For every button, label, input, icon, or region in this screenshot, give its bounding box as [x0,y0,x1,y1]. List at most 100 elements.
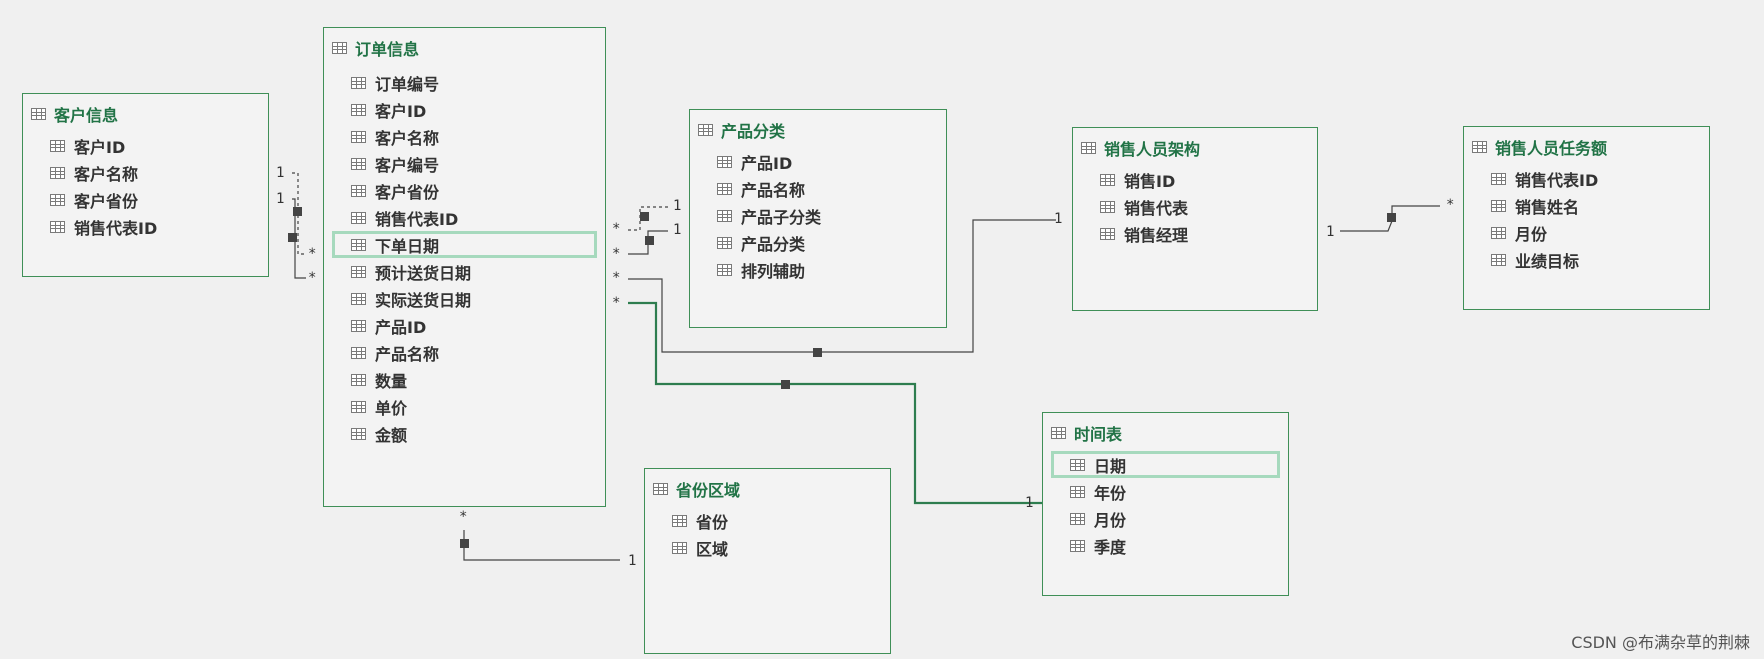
field-label: 实际送货日期 [375,290,472,310]
cardinality-label: 1 [276,165,285,181]
field-item[interactable]: 产品名称 [690,175,946,202]
field-icon [351,400,366,413]
field-item[interactable]: 销售ID [1073,166,1317,193]
table-order[interactable]: 订单信息 订单编号 客户ID 客户名称 客户编号 客户省份 销售代表ID 下单日… [323,27,606,507]
field-icon [1070,512,1085,525]
field-label: 产品子分类 [741,207,822,227]
field-icon [50,193,65,206]
table-sales-target[interactable]: 销售人员任务额 销售代表ID 销售姓名 月份 业绩目标 [1463,126,1710,310]
table-product[interactable]: 产品分类 产品ID 产品名称 产品子分类 产品分类 排列辅助 [689,109,947,328]
table-sales-org[interactable]: 销售人员架构 销售ID 销售代表 销售经理 [1072,127,1318,311]
field-icon [351,130,366,143]
field-item[interactable]: 月份 [1043,505,1288,532]
field-item[interactable]: 销售姓名 [1464,192,1709,219]
field-label: 排列辅助 [741,261,806,281]
field-label: 销售ID [1124,171,1176,191]
table-date[interactable]: 时间表 日期 年份 月份 季度 [1042,412,1289,596]
field-item[interactable]: 订单编号 [324,69,605,96]
field-item[interactable]: 客户ID [23,132,268,159]
field-item[interactable]: 月份 [1464,219,1709,246]
field-icon [1491,253,1506,266]
field-item[interactable]: 产品子分类 [690,202,946,229]
field-icon [50,166,65,179]
field-item[interactable]: 排列辅助 [690,256,946,283]
field-item[interactable]: 客户名称 [324,123,605,150]
cardinality-label: 1 [1326,224,1335,240]
field-item[interactable]: 金额 [324,420,605,447]
table-header[interactable]: 销售人员架构 [1081,136,1317,160]
field-item-selected[interactable]: 下单日期 [332,231,597,258]
field-icon [351,373,366,386]
field-icon [1100,227,1115,240]
field-label: 客户名称 [375,128,440,148]
field-label: 月份 [1094,510,1127,530]
cardinality-label: * [308,246,317,262]
field-label: 日期 [1094,456,1127,476]
field-item[interactable]: 销售代表ID [324,204,605,231]
field-item[interactable]: 销售代表 [1073,193,1317,220]
field-icon [1491,226,1506,239]
field-item[interactable]: 区域 [645,534,890,561]
table-header[interactable]: 订单信息 [332,36,605,60]
field-label: 月份 [1515,224,1548,244]
field-label: 客户编号 [375,155,440,175]
field-icon [1070,485,1085,498]
field-item[interactable]: 产品分类 [690,229,946,256]
field-label: 销售经理 [1124,225,1189,245]
field-item[interactable]: 客户名称 [23,159,268,186]
field-item[interactable]: 销售经理 [1073,220,1317,247]
field-item[interactable]: 销售代表ID [23,213,268,240]
cardinality-label: 1 [673,222,682,238]
field-item[interactable]: 客户省份 [324,177,605,204]
table-title: 产品分类 [721,122,786,141]
field-icon [717,236,732,249]
field-icon [351,319,366,332]
field-item[interactable]: 单价 [324,393,605,420]
table-header[interactable]: 时间表 [1051,421,1288,445]
field-item[interactable]: 季度 [1043,532,1288,559]
field-item[interactable]: 销售代表ID [1464,165,1709,192]
field-label: 产品ID [375,317,427,337]
field-item[interactable]: 数量 [324,366,605,393]
filter-arrow-icon [813,348,822,357]
field-item[interactable]: 产品ID [690,148,946,175]
field-item[interactable]: 预计送货日期 [324,258,605,285]
cardinality-label: 1 [673,198,682,214]
table-title: 客户信息 [54,106,119,125]
table-header[interactable]: 产品分类 [698,118,946,142]
filter-arrow-icon [1387,213,1396,222]
field-label: 销售代表ID [375,209,459,229]
field-item[interactable]: 客户ID [324,96,605,123]
field-icon [672,514,687,527]
field-item[interactable]: 实际送货日期 [324,285,605,312]
cardinality-label: * [612,295,621,311]
table-region[interactable]: 省份区域 省份 区域 [644,468,891,654]
field-item[interactable]: 产品名称 [324,339,605,366]
field-item-selected[interactable]: 日期 [1051,451,1280,478]
table-header[interactable]: 客户信息 [31,102,268,126]
field-item[interactable]: 产品ID [324,312,605,339]
field-label: 客户省份 [375,182,440,202]
table-customer[interactable]: 客户信息 客户ID 客户名称 客户省份 销售代表ID [22,93,269,277]
field-icon [351,211,366,224]
cardinality-label: 1 [628,553,637,569]
field-item[interactable]: 省份 [645,507,890,534]
table-title: 省份区域 [676,481,741,500]
cardinality-label: 1 [1025,495,1034,511]
field-item[interactable]: 年份 [1043,478,1288,505]
table-header[interactable]: 销售人员任务额 [1472,135,1709,159]
field-icon [351,157,366,170]
field-item[interactable]: 客户省份 [23,186,268,213]
table-header[interactable]: 省份区域 [653,477,890,501]
field-item[interactable]: 客户编号 [324,150,605,177]
field-label: 客户省份 [74,191,139,211]
table-title: 销售人员任务额 [1495,139,1608,158]
field-label: 预计送货日期 [375,263,472,283]
field-item[interactable]: 业绩目标 [1464,246,1709,273]
field-label: 产品名称 [375,344,440,364]
table-icon [1472,141,1487,153]
field-icon [1491,199,1506,212]
cardinality-label: 1 [1054,211,1063,227]
